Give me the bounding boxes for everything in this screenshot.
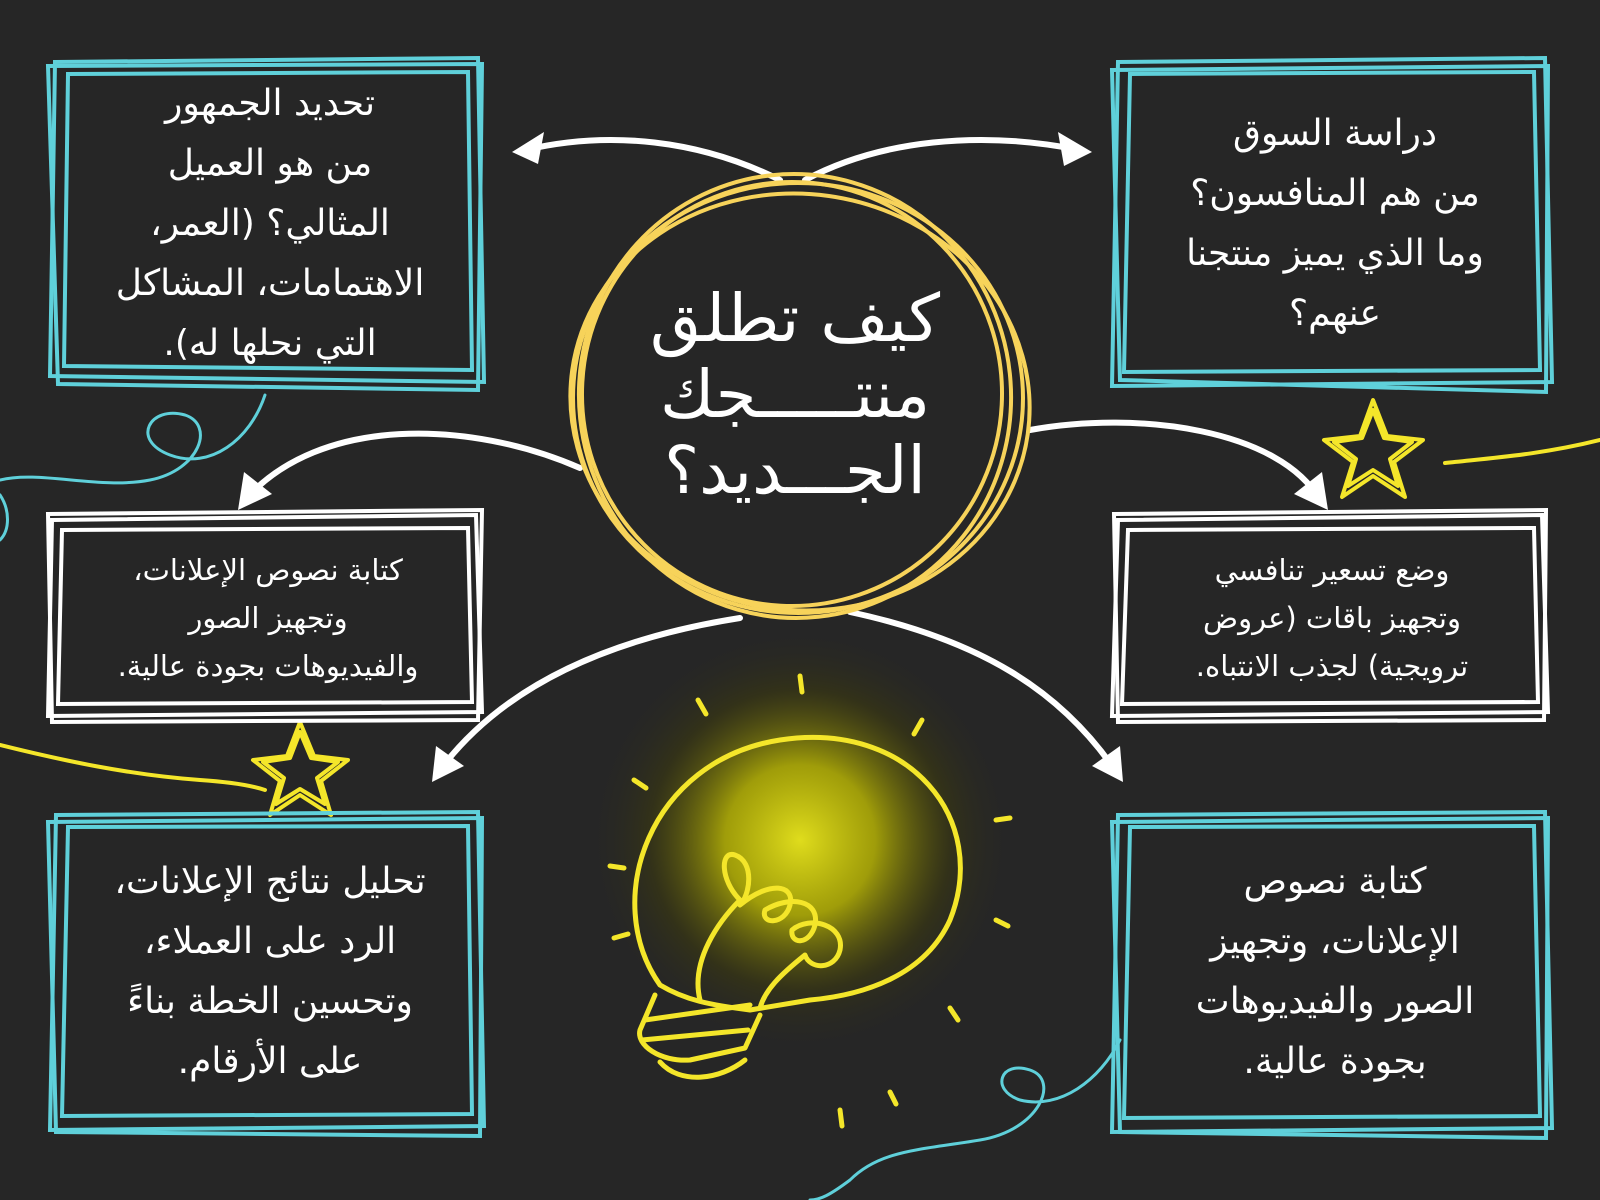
frame-mid-right bbox=[1109, 507, 1551, 725]
arrow-top-left bbox=[522, 137, 783, 183]
box-content-text: كتابة نصوص الإعلانات، وتجهيز الصور والفي… bbox=[64, 532, 472, 704]
frame-top-right bbox=[1109, 55, 1555, 395]
box-line: من هم المنافسون؟ bbox=[1190, 173, 1480, 214]
arrows bbox=[242, 137, 1323, 773]
frame-bottom-left bbox=[45, 809, 487, 1139]
box-line: دراسة السوق bbox=[1233, 113, 1437, 154]
arrow-mid-left bbox=[242, 430, 583, 503]
arrow-top-right bbox=[802, 137, 1083, 183]
box-line: وضع تسعير تنافسي bbox=[1214, 553, 1450, 587]
arrow-low-left bbox=[437, 615, 743, 773]
box-line: بجودة عالية. bbox=[1243, 1041, 1427, 1082]
box-analysis-text: تحليل نتائج الإعلانات، الرد على العملاء،… bbox=[68, 830, 472, 1114]
box-line: وما الذي يميز منتجنا bbox=[1186, 233, 1484, 274]
frame-mid-left bbox=[45, 507, 485, 725]
center-circle bbox=[568, 172, 1032, 620]
box-line: ترويجية) لجذب الانتباه. bbox=[1195, 649, 1469, 683]
teal-squiggle-left-edge bbox=[0, 493, 9, 542]
lightbulb-icon bbox=[585, 625, 1015, 1129]
box-line: كتابة نصوص الإعلانات، bbox=[133, 553, 403, 587]
box-line: الصور والفيديوهات bbox=[1195, 981, 1475, 1022]
box-line: والفيديوهات بجودة عالية. bbox=[117, 649, 419, 683]
arrow-mid-right bbox=[1027, 419, 1323, 503]
box-line: تحديد الجمهور bbox=[164, 83, 376, 124]
teal-squiggle-bottom bbox=[808, 1038, 1122, 1200]
arrowheads bbox=[238, 132, 1328, 782]
box-creative-text: كتابة نصوص الإعلانات، وتجهيز الصور والفي… bbox=[1130, 830, 1540, 1114]
title-line: منتـــــجك bbox=[659, 356, 931, 433]
box-line: التي نحلها له). bbox=[163, 323, 377, 364]
title-line: الجـــديد؟ bbox=[664, 432, 926, 509]
box-line: وتحسين الخطة بناءً bbox=[127, 981, 413, 1022]
frame-bottom-right bbox=[1109, 809, 1555, 1141]
yellow-squiggle-left bbox=[0, 743, 267, 792]
box-line: تحليل نتائج الإعلانات، bbox=[114, 861, 426, 902]
center-title: كيف تطلق منتـــــجك الجـــديد؟ bbox=[600, 270, 990, 520]
box-market-text: دراسة السوق من هم المنافسون؟ وما الذي يم… bbox=[1130, 76, 1540, 372]
frame-top-left bbox=[45, 55, 487, 393]
teal-squiggle-left bbox=[0, 393, 267, 485]
box-pricing-text: وضع تسعير تنافسي وتجهيز باقات (عروض تروي… bbox=[1128, 532, 1536, 704]
box-line: على الأرقام. bbox=[177, 1041, 363, 1082]
box-line: وتجهيز الصور bbox=[188, 601, 348, 635]
yellow-squiggle-right bbox=[1443, 438, 1600, 465]
arrow-low-right bbox=[847, 609, 1118, 773]
box-line: كتابة نصوص bbox=[1243, 861, 1427, 902]
box-line: المثالي؟ (العمر، bbox=[150, 203, 390, 244]
box-line: من هو العميل bbox=[167, 143, 373, 184]
box-line: عنهم؟ bbox=[1289, 293, 1382, 334]
star-icon bbox=[251, 720, 350, 817]
box-line: الرد على العملاء، bbox=[143, 921, 397, 962]
box-line: الاهتمامات، المشاكل bbox=[115, 263, 425, 304]
box-line: الإعلانات، وتجهيز bbox=[1210, 921, 1460, 962]
box-audience-text: تحديد الجمهور من هو العميل المثالي؟ (الع… bbox=[68, 76, 472, 372]
title-line: كيف تطلق bbox=[649, 280, 941, 357]
box-line: وتجهيز باقات (عروض bbox=[1203, 601, 1461, 635]
squiggle-decorations bbox=[0, 393, 1600, 1200]
star-icon bbox=[1322, 398, 1425, 499]
